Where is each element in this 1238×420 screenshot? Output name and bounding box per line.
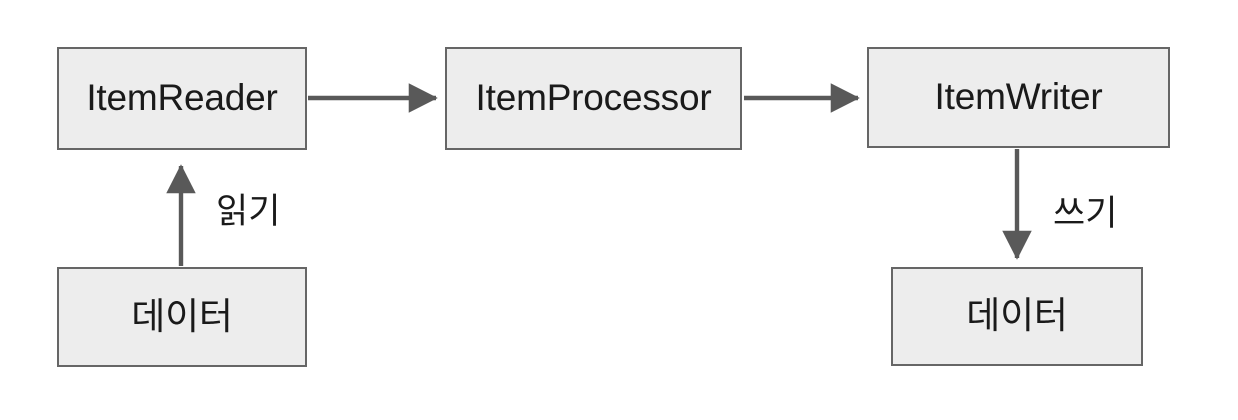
edge-label-read: 읽기 bbox=[216, 192, 281, 231]
node-item-reader-label: ItemReader bbox=[86, 77, 278, 118]
node-target-data[interactable]: 데이터 bbox=[891, 267, 1143, 366]
node-item-writer[interactable]: ItemWriter bbox=[867, 47, 1170, 148]
node-item-processor[interactable]: ItemProcessor bbox=[445, 47, 742, 150]
node-item-writer-label: ItemWriter bbox=[934, 76, 1103, 117]
edge-label-write: 쓰기 bbox=[1053, 194, 1118, 233]
node-source-data[interactable]: 데이터 bbox=[57, 267, 307, 367]
node-item-reader[interactable]: ItemReader bbox=[57, 47, 307, 150]
node-target-data-label: 데이터 bbox=[966, 295, 1068, 336]
node-item-processor-label: ItemProcessor bbox=[475, 77, 712, 118]
node-source-data-label: 데이터 bbox=[131, 295, 233, 337]
